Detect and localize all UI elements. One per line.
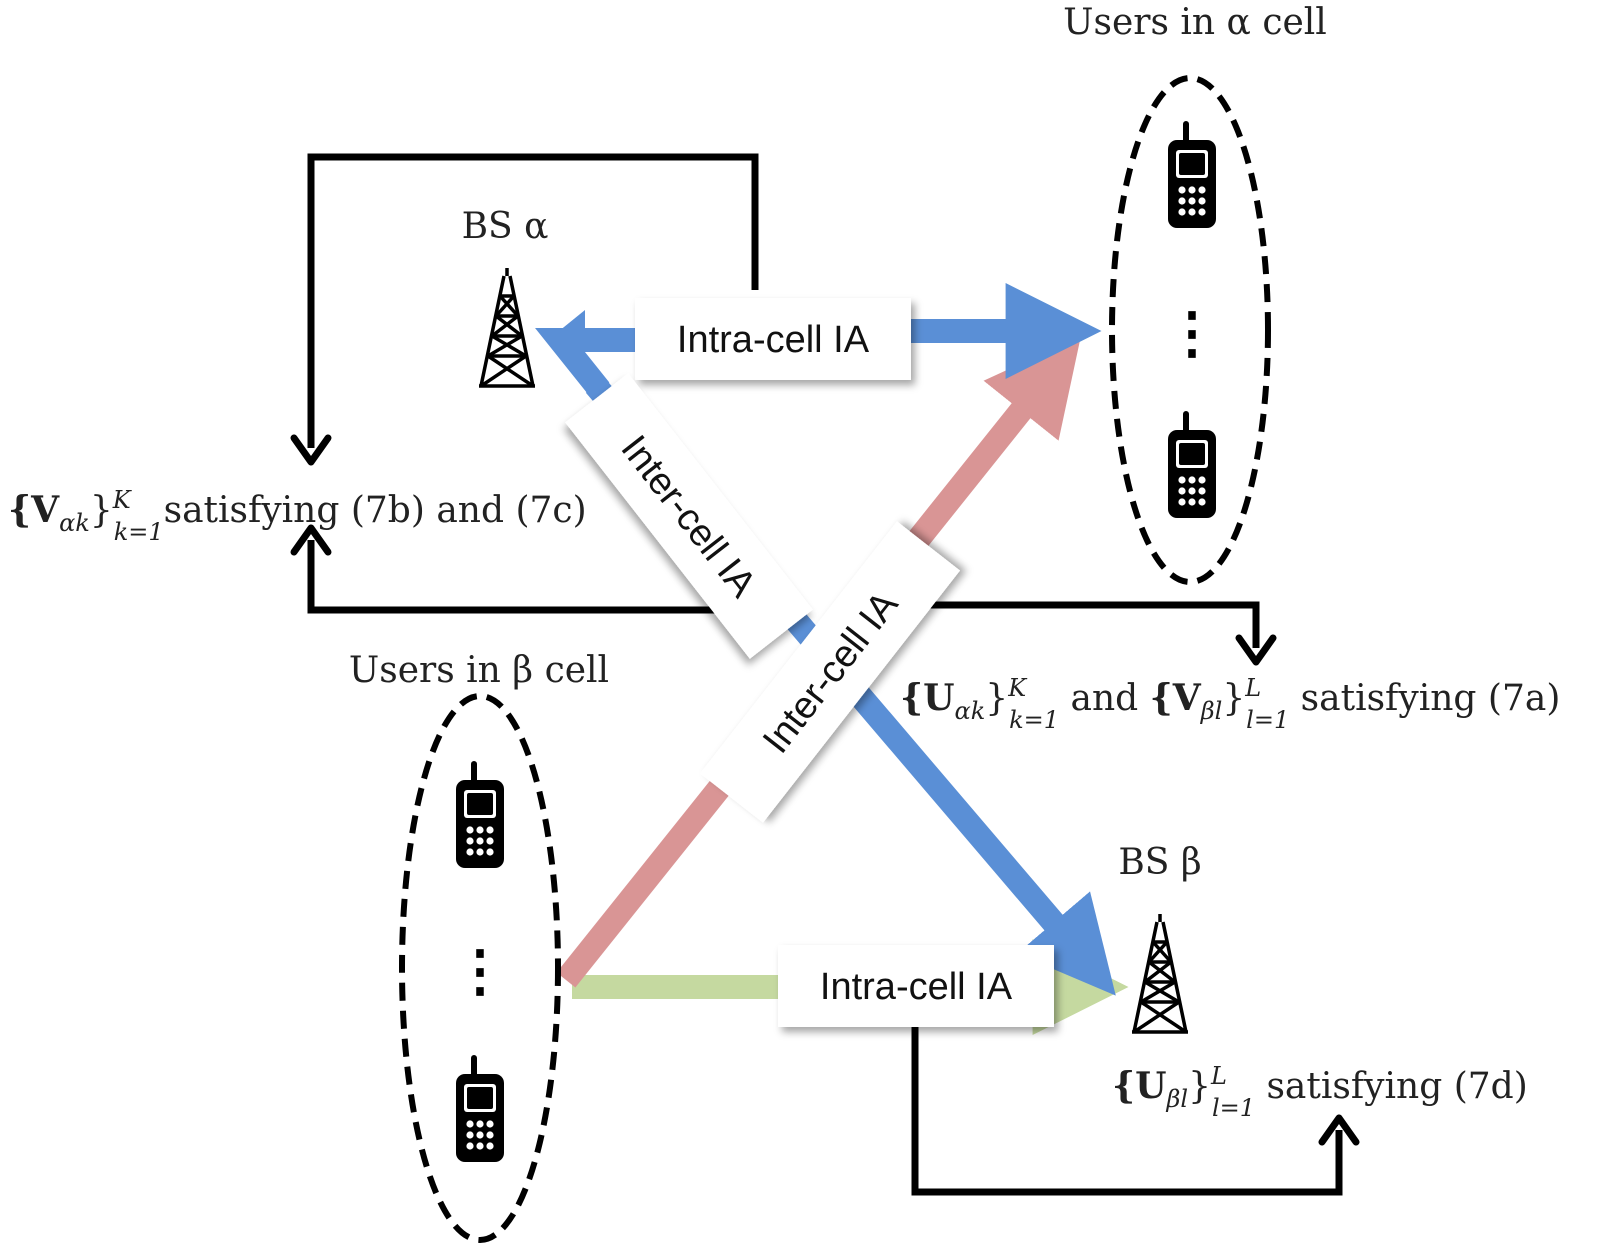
users-beta-cluster: ⋮: [399, 693, 561, 1243]
phone-icon: [456, 764, 504, 868]
bs-beta-label: BS β: [1118, 842, 1201, 883]
users-alpha-cluster: ⋮: [1109, 75, 1271, 585]
ellipsis-icon: ⋮: [1164, 300, 1220, 366]
ellipsis-icon: ⋮: [452, 938, 508, 1004]
label-intra-bottom: Intra-cell IA: [820, 966, 1013, 1008]
users-alpha-label: Users in α cell: [1063, 2, 1327, 43]
box-inter-a: [565, 373, 813, 659]
bs-alpha-tower-icon: [477, 266, 537, 388]
loop-mid: [290, 524, 1277, 666]
phone-icon: [1168, 124, 1216, 228]
bs-alpha-label: BS α: [462, 206, 549, 247]
bs-beta-tower-icon: [1130, 912, 1190, 1034]
label-intra-top: Intra-cell IA: [677, 319, 870, 361]
box-intra-bottom: [778, 945, 1054, 1027]
phone-icon: [1168, 414, 1216, 518]
loop-top-left: [290, 153, 759, 466]
arrow-blue-intra-alpha: [535, 283, 1102, 398]
loop-bottom: [911, 1025, 1360, 1196]
box-inter-b: [699, 521, 961, 823]
box-intra-top: [635, 298, 911, 380]
phone-icon: [456, 1058, 504, 1162]
users-beta-label: Users in β cell: [349, 650, 609, 691]
